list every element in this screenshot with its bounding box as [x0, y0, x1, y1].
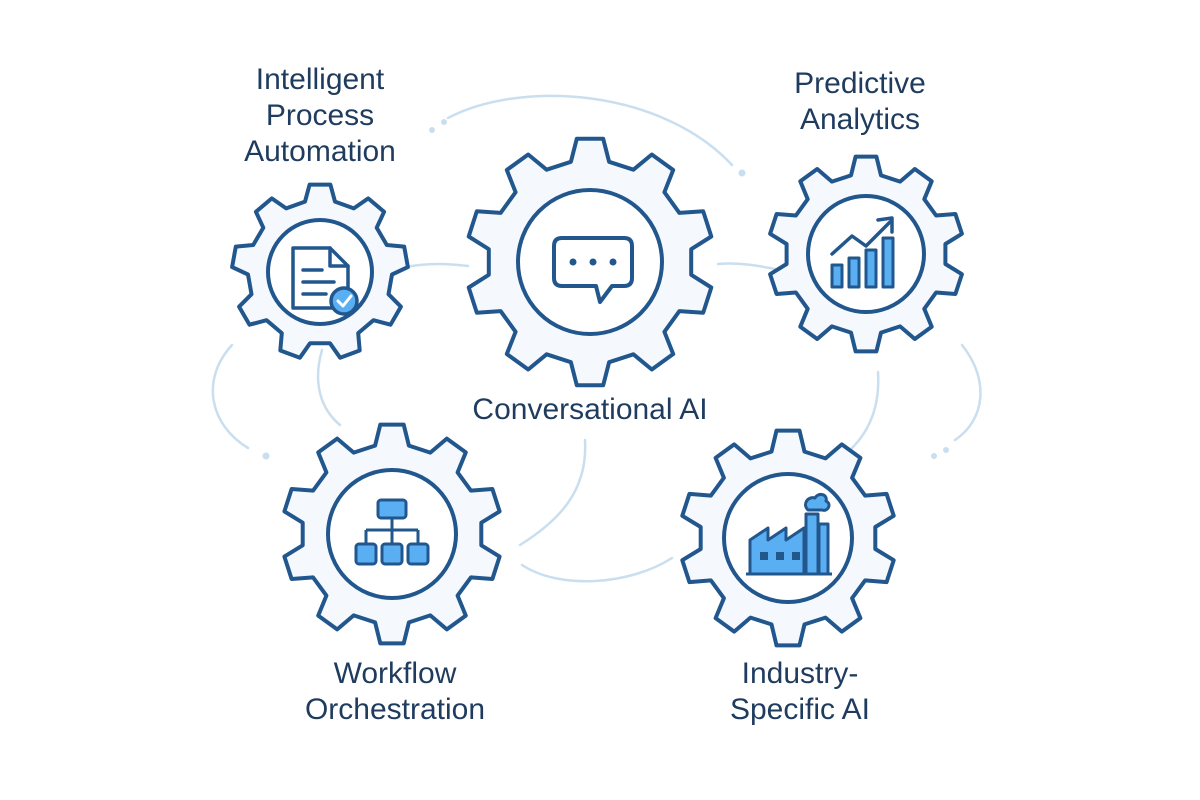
hierarchy-icon — [354, 498, 430, 566]
label-industry-specific-ai: Industry- Specific AI — [680, 656, 920, 728]
connector-bottom-arc — [520, 556, 674, 583]
label-line: Orchestration — [304, 693, 486, 726]
label-line: Workflow — [333, 657, 457, 690]
connector-right-inner-arc — [850, 370, 880, 450]
chat-bubble-icon — [552, 236, 634, 304]
label-conversational-ai: Conversational AI — [420, 392, 760, 428]
label-predictive-analytics: Predictive Analytics — [740, 66, 980, 138]
label-line: Industry- — [741, 657, 859, 690]
connector-top-arc — [446, 94, 734, 167]
connector-center-right — [716, 262, 782, 272]
label-line: Process — [265, 99, 375, 132]
label-line: Conversational AI — [472, 393, 708, 426]
connector-left-center — [398, 262, 470, 270]
connector-dots — [262, 119, 949, 460]
growth-chart-icon — [830, 216, 895, 289]
label-line: Analytics — [799, 103, 921, 136]
connector-right-outer-arc — [953, 343, 982, 442]
connector-center-down-arc — [518, 438, 587, 547]
connector-left-inner-arc — [316, 348, 342, 427]
label-line: Intelligent — [255, 63, 385, 96]
label-line: Specific AI — [729, 693, 871, 726]
label-line: Predictive — [794, 67, 926, 100]
document-check-icon — [291, 246, 359, 316]
connector-lines — [211, 94, 982, 583]
label-process-automation: Intelligent Process Automation — [185, 62, 455, 170]
label-workflow-orchestration: Workflow Orchestration — [270, 656, 520, 728]
connector-left-outer-arc — [211, 343, 250, 450]
factory-icon — [746, 492, 832, 576]
label-line: Automation — [244, 135, 396, 168]
